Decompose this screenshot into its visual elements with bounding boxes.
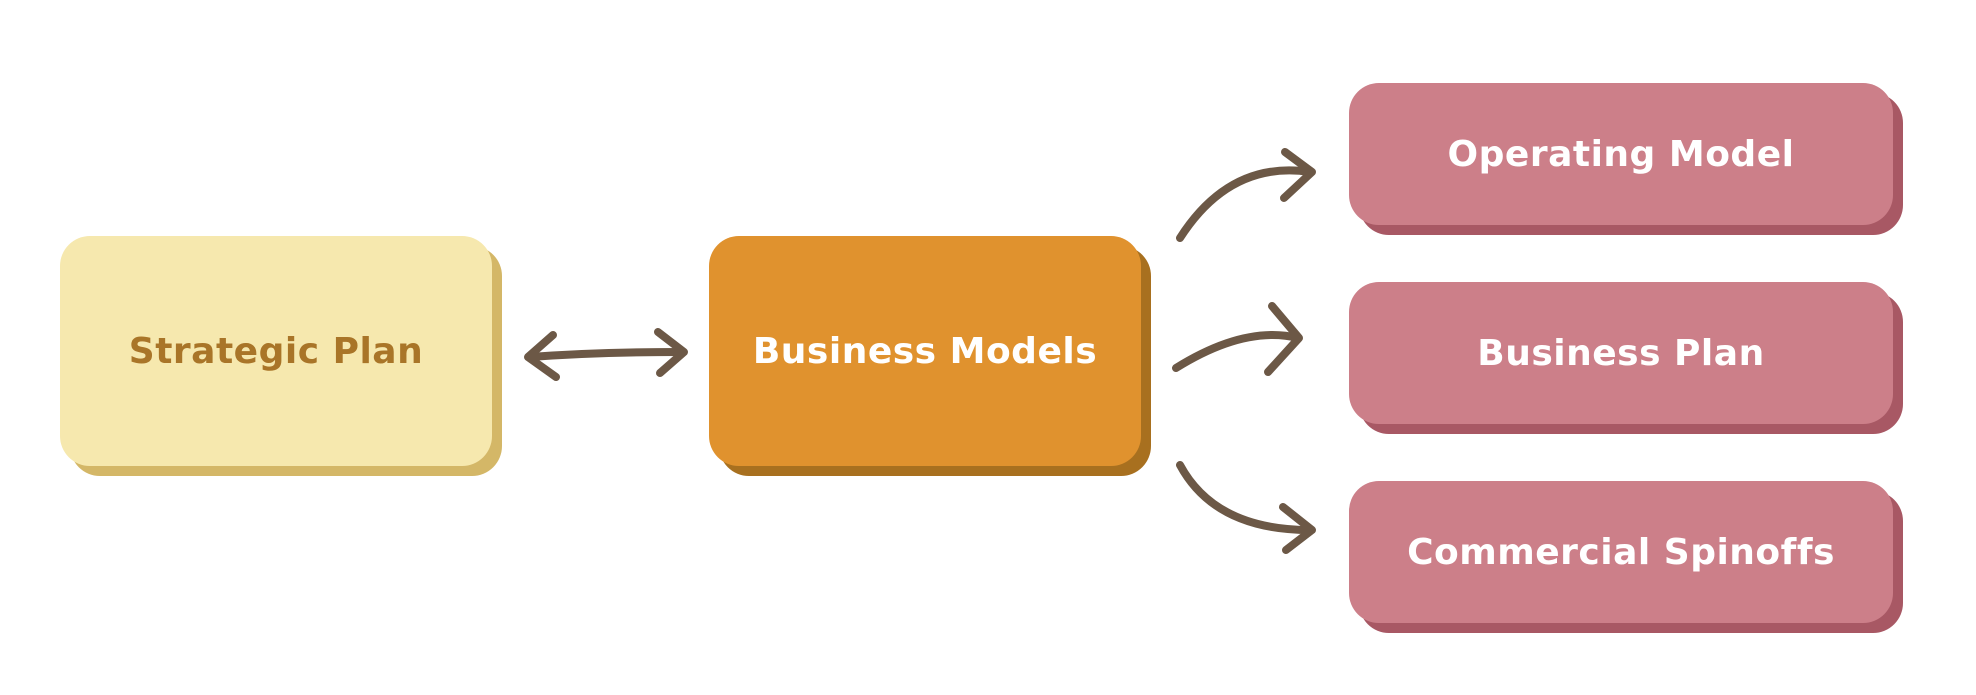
strategic-plan-box: Strategic Plan — [60, 236, 492, 466]
commercial-spinoffs-label: Commercial Spinoffs — [1407, 531, 1835, 573]
commercial-spinoffs-box: Commercial Spinoffs — [1349, 481, 1893, 623]
operating-model-box: Operating Model — [1349, 83, 1893, 225]
business-models-label: Business Models — [752, 330, 1098, 372]
arrow-to-commercial-spinoffs — [1176, 461, 1316, 554]
bidirectional-arrow — [524, 328, 688, 381]
business-plan-box: Business Plan — [1349, 282, 1893, 424]
arrow-to-business-plan — [1172, 302, 1303, 376]
business-models-box: Business Models — [709, 236, 1141, 466]
operating-model-label: Operating Model — [1447, 133, 1795, 175]
arrow-to-operating-model — [1176, 148, 1316, 242]
business-plan-label: Business Plan — [1477, 332, 1765, 374]
strategic-plan-label: Strategic Plan — [128, 330, 424, 372]
